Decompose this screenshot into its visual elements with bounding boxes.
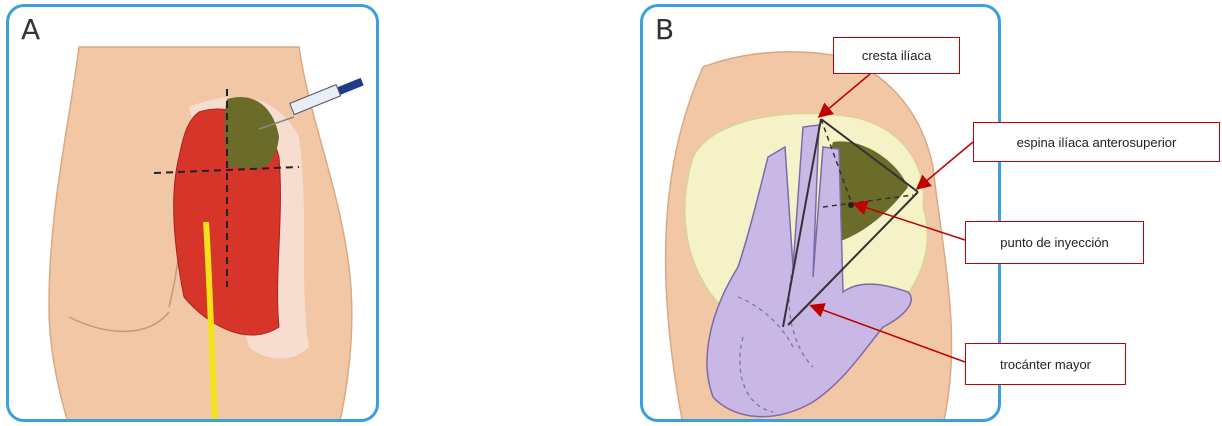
arrow-trocanter: [812, 306, 965, 362]
arrow-cresta: [820, 74, 870, 116]
label-cresta-iliaca: cresta ilíaca: [833, 37, 960, 74]
label-trocanter-mayor: trocánter mayor: [965, 343, 1126, 385]
label-punto-inyeccion: punto de inyección: [965, 221, 1144, 264]
label-espina-iliaca: espina ilíaca anterosuperior: [973, 122, 1220, 162]
arrow-espina: [918, 142, 973, 188]
arrow-punto: [855, 204, 965, 240]
